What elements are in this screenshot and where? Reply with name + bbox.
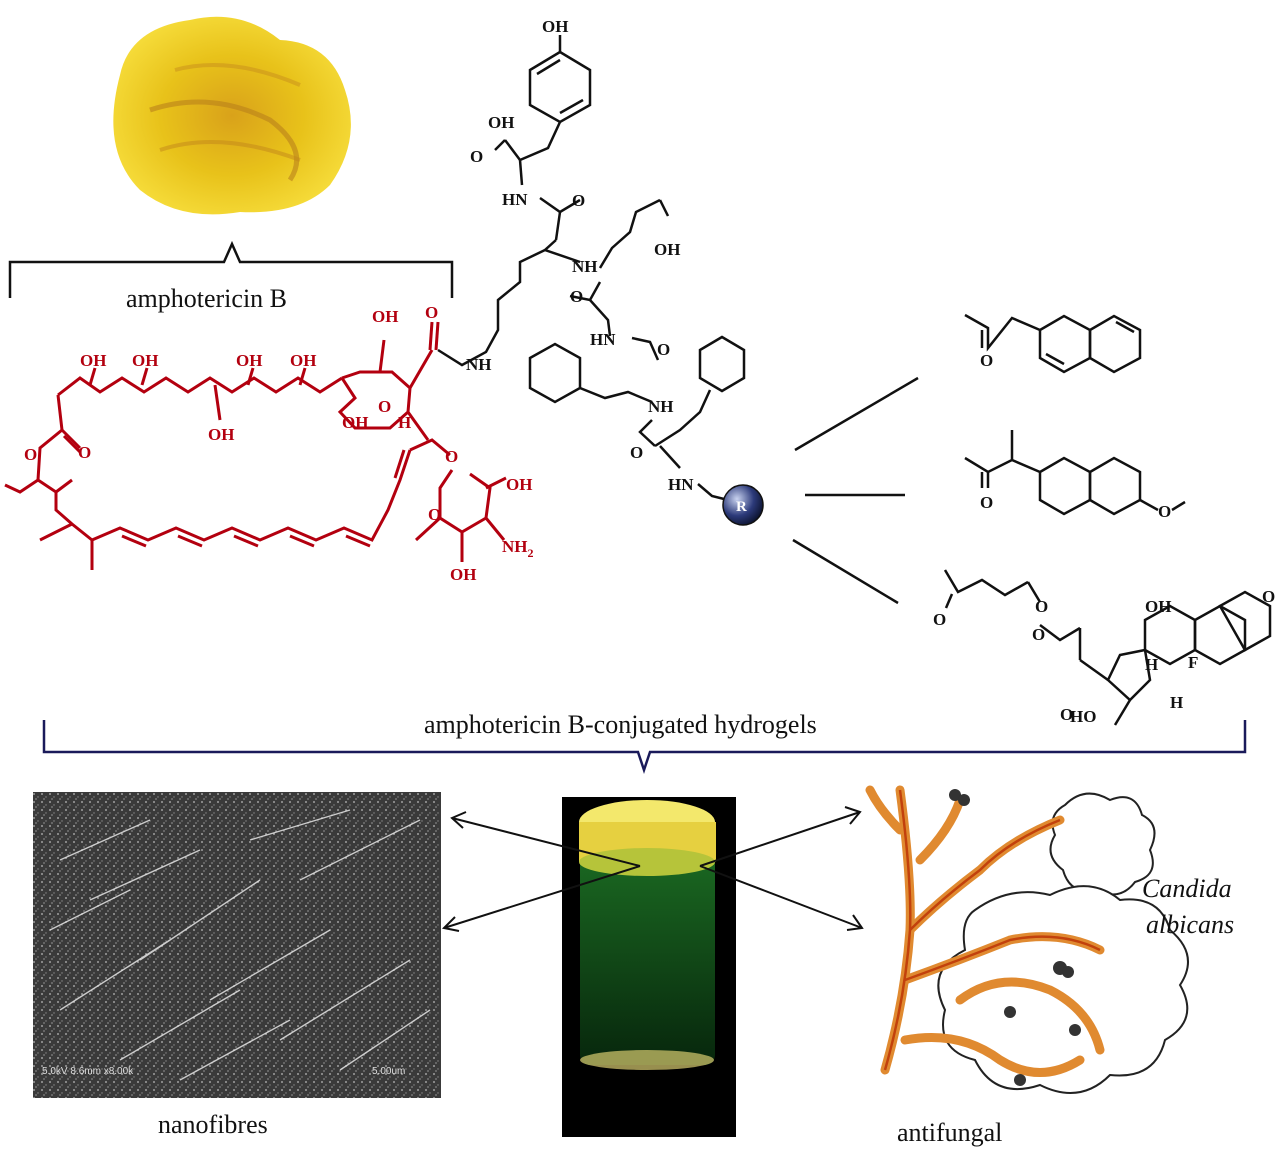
oh-label: OH <box>488 113 514 132</box>
powder-bracket <box>8 240 454 298</box>
o-label: O <box>1032 625 1045 644</box>
oh-label: OH <box>132 351 158 370</box>
nh-label: NH <box>572 257 598 276</box>
o-label: O <box>1262 587 1275 606</box>
o-label: O <box>78 443 91 462</box>
oh-label: OH <box>236 351 262 370</box>
o-label: O <box>980 351 993 370</box>
oh-label: OH <box>80 351 106 370</box>
sem-image <box>33 792 441 1098</box>
substituent-steroid <box>943 569 1272 726</box>
peptide-labels: OH OH O HN O NH OH O HN O NH NH O HN R <box>466 17 747 515</box>
substituent-naphthylacetyl <box>964 313 1142 374</box>
o-label: O <box>1035 597 1048 616</box>
nanofibres-label: nanofibres <box>158 1110 268 1139</box>
oh-label: OH <box>542 17 568 36</box>
sem-info-right: 5.00um <box>372 1066 405 1077</box>
amphotericin-labels: OH OH OH OH OH OH OH O H O O O O OH NH2 … <box>24 303 534 584</box>
organism-label-line2: albicans <box>1146 910 1235 939</box>
oh-label: OH <box>342 413 368 432</box>
powder-label: amphotericin B <box>126 284 288 313</box>
o-label: O <box>570 287 583 306</box>
powder-image <box>113 16 351 215</box>
h-label: H <box>1145 655 1158 674</box>
oh-label: OH <box>450 565 476 584</box>
hn-label: HN <box>502 190 528 209</box>
o-label: O <box>1158 502 1171 521</box>
o-label: O <box>378 397 391 416</box>
substituent-naproxen <box>964 430 1186 516</box>
o-label: O <box>470 147 483 166</box>
peptide-structure <box>437 35 746 502</box>
ho-label: HO <box>1070 707 1096 726</box>
o-label: O <box>933 610 946 629</box>
antifungal-label: antifungal <box>897 1118 1003 1147</box>
r-connectors <box>792 376 919 605</box>
gel-vial-image <box>562 797 736 1137</box>
nh-label: NH <box>648 397 674 416</box>
oh-label: OH <box>208 425 234 444</box>
o-label: O <box>657 340 670 359</box>
r-ball <box>722 484 764 526</box>
steroid-labels: O O O O OH O H F H HO <box>933 587 1275 726</box>
h-label: H <box>1170 693 1183 712</box>
oh-label: OH <box>290 351 316 370</box>
sem-info-left: 5.0kV 8.6mm x8.00k <box>42 1066 134 1077</box>
o-label: O <box>572 191 585 210</box>
o-label: O <box>445 447 458 466</box>
hn-label: HN <box>668 475 694 494</box>
r-label: R <box>736 499 747 515</box>
n-label: NH <box>466 355 492 374</box>
antifungal-image <box>865 785 1189 1094</box>
oh-label: OH <box>654 240 680 259</box>
f-label: F <box>1188 653 1198 672</box>
h-label: H <box>398 413 411 432</box>
hydrogels-label: amphotericin B-conjugated hydrogels <box>424 710 817 739</box>
o-label: O <box>980 493 993 512</box>
o-label: O <box>24 445 37 464</box>
hydrogel-bracket <box>42 720 1247 774</box>
arrows <box>441 806 864 932</box>
hn-label: HN <box>590 330 616 349</box>
o-label: O <box>630 443 643 462</box>
o-label: O <box>428 505 441 524</box>
o-label: O <box>1060 705 1073 724</box>
amphotericin-structure <box>4 321 507 570</box>
oh-label: OH <box>1145 597 1171 616</box>
oh-label: OH <box>372 307 398 326</box>
organism-label-line1: Candida <box>1142 874 1232 903</box>
nh2-label: NH2 <box>502 537 534 560</box>
o-label: O <box>425 303 438 322</box>
oh-label: OH <box>506 475 532 494</box>
